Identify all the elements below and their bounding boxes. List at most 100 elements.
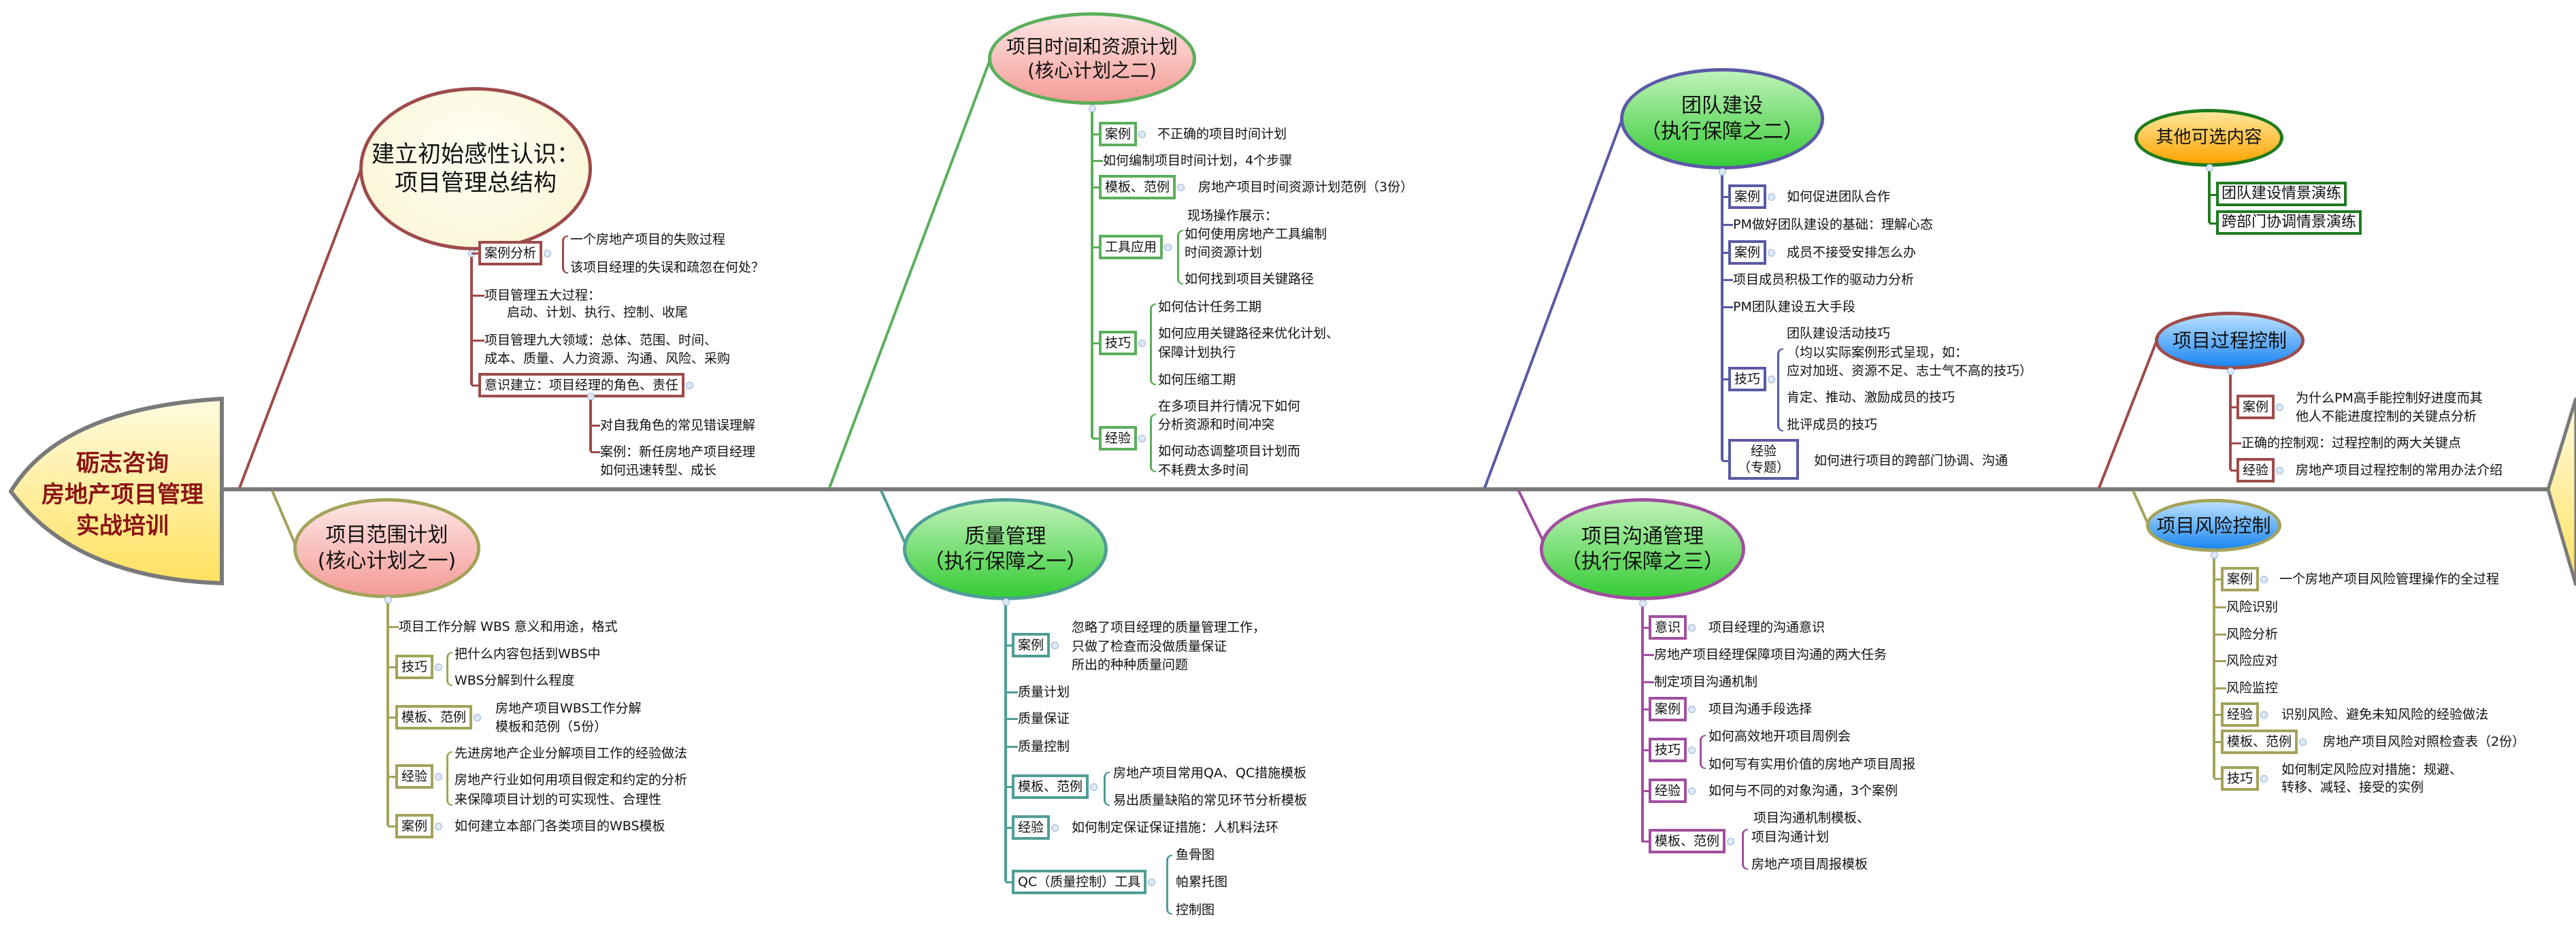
branch-node-1[interactable]: 项目范围计划(核心计划之一) <box>293 498 480 598</box>
collapse-toggle[interactable] <box>1002 598 1010 606</box>
collapse-toggle[interactable] <box>2211 551 2218 559</box>
topic-label-box[interactable]: 案例分析 <box>478 241 543 265</box>
collapse-toggle[interactable] <box>1138 131 1146 138</box>
topic-label-box[interactable]: 经验 <box>2236 458 2275 482</box>
topic-label-box[interactable]: 经验 <box>1099 426 1138 451</box>
topic-label-box[interactable]: 模板、范例 <box>395 705 473 730</box>
topic-label-box[interactable]: 案例 <box>1099 122 1138 146</box>
branch-tick <box>1722 252 1728 254</box>
collapse-toggle[interactable] <box>1177 184 1185 191</box>
collapse-toggle[interactable] <box>1051 824 1059 832</box>
collapse-toggle[interactable] <box>474 714 481 721</box>
branch-node-6[interactable]: 其他可选内容 <box>2134 109 2283 167</box>
topic-label-box[interactable]: 案例 <box>1649 697 1687 721</box>
topic-label-box[interactable]: 技巧 <box>2221 766 2260 791</box>
topic-label-box[interactable]: 模板、范例 <box>1099 175 1176 199</box>
collapse-toggle[interactable] <box>686 382 693 389</box>
collapse-toggle[interactable] <box>1688 706 1696 713</box>
topic-text: 一个房地产项目风险管理操作的全过程 <box>2279 572 2500 587</box>
collapse-toggle[interactable] <box>2260 711 2268 719</box>
collapse-toggle[interactable] <box>587 393 595 400</box>
branch-title-line: 项目范围计划 <box>325 523 448 547</box>
branch-tick <box>388 666 395 668</box>
branch-node-2[interactable]: 项目时间和资源计划(核心计划之二) <box>988 12 1196 105</box>
topic-label-box[interactable]: 经验 <box>1012 815 1051 840</box>
collapse-toggle[interactable] <box>1090 783 1097 791</box>
branch-tick <box>1642 840 1649 842</box>
collapse-toggle[interactable] <box>435 773 442 781</box>
topic-label-box[interactable]: 工具应用 <box>1099 235 1163 259</box>
topic-label-box[interactable]: QC（质量控制）工具 <box>1012 870 1147 894</box>
topic-text: 如何找到项目关键路径 <box>1185 272 1315 287</box>
branch-node-8[interactable]: 项目风险控制 <box>2146 499 2281 552</box>
collapse-toggle[interactable] <box>2260 775 2268 783</box>
topic-label-box[interactable]: 团队建设情景演练 <box>2216 182 2347 206</box>
collapse-toggle[interactable] <box>1051 642 1059 649</box>
collapse-toggle[interactable] <box>1768 376 1775 383</box>
collapse-toggle[interactable] <box>384 596 392 604</box>
collapse-toggle[interactable] <box>1138 340 1146 347</box>
branch-node-5[interactable]: 项目沟通管理（执行保障之三） <box>1540 498 1745 600</box>
brace-connector <box>1104 772 1110 806</box>
branch-node-0[interactable]: 建立初始感性认识：项目管理总结构 <box>359 87 592 250</box>
branch-title-line: （执行保障之三） <box>1561 550 1724 574</box>
collapse-toggle[interactable] <box>1688 624 1696 632</box>
collapse-toggle[interactable] <box>1768 249 1775 257</box>
branch-title-line: (核心计划之一) <box>317 549 457 573</box>
collapse-toggle[interactable] <box>1719 168 1726 176</box>
collapse-toggle[interactable] <box>1164 244 1172 251</box>
topic-text: 如何写有实用价值的房地产项目周报 <box>1708 757 1916 772</box>
collapse-toggle[interactable] <box>1688 787 1696 795</box>
collapse-toggle[interactable] <box>1727 838 1734 845</box>
collapse-toggle[interactable] <box>2227 367 2234 375</box>
topic-label-box[interactable]: 经验 <box>2221 702 2260 727</box>
topic-label-box[interactable]: 技巧 <box>1649 738 1687 762</box>
topic-label-box[interactable]: 技巧 <box>1099 331 1138 355</box>
topic-label-box[interactable]: 案例 <box>2236 395 2275 419</box>
branch-title-line: 项目过程控制 <box>2172 329 2287 352</box>
collapse-toggle[interactable] <box>2276 467 2283 474</box>
branch-node-7[interactable]: 项目过程控制 <box>2155 312 2305 370</box>
branch-tick <box>1092 160 1103 162</box>
topic-label-box[interactable]: 经验（专题） <box>1728 439 1800 480</box>
collapse-toggle[interactable] <box>2276 404 2283 411</box>
topic-label-box[interactable]: 案例 <box>1728 184 1767 209</box>
topic-label-box[interactable]: 经验 <box>1649 779 1687 803</box>
collapse-toggle[interactable] <box>1688 747 1696 754</box>
branch-trunk <box>1004 604 1007 882</box>
collapse-toggle[interactable] <box>1138 435 1146 442</box>
branch-tick <box>1006 827 1012 829</box>
topic-label-box[interactable]: 经验 <box>395 764 434 789</box>
topic-text: 房地产项目时间资源计划范例（3份） <box>1198 180 1414 195</box>
collapse-toggle[interactable] <box>1639 600 1647 607</box>
topic-label-box[interactable]: 技巧 <box>1728 367 1767 391</box>
collapse-toggle[interactable] <box>1148 879 1155 886</box>
collapse-toggle[interactable] <box>435 823 442 830</box>
topic-label-box[interactable]: 案例 <box>2221 567 2260 591</box>
topic-label-box[interactable]: 模板、范例 <box>1649 829 1726 853</box>
topic-label-box[interactable]: 技巧 <box>395 655 434 679</box>
collapse-toggle[interactable] <box>1768 193 1775 201</box>
branch-node-4[interactable]: 团队建设（执行保障之二） <box>1620 68 1824 169</box>
topic-text: 该项目经理的失误和疏忽在何处？ <box>570 260 765 275</box>
topic-text: 项目工作分解 WBS 意义和用途，格式 <box>399 619 618 634</box>
connector-branch-0 <box>238 169 362 489</box>
branch-node-3[interactable]: 质量管理（执行保障之一） <box>903 498 1108 600</box>
collapse-toggle[interactable] <box>2206 164 2213 171</box>
collapse-toggle[interactable] <box>2260 576 2268 583</box>
topic-label-box[interactable]: 案例 <box>1012 633 1051 657</box>
collapse-toggle[interactable] <box>2299 738 2307 746</box>
collapse-toggle[interactable] <box>1089 105 1096 112</box>
topic-label-box[interactable]: 案例 <box>1728 240 1767 265</box>
collapse-toggle[interactable] <box>435 664 442 671</box>
topic-text: 保障计划执行 <box>1158 345 1236 360</box>
collapse-toggle[interactable] <box>544 250 551 257</box>
topic-label-box[interactable]: 意识 <box>1649 615 1687 640</box>
topic-label-box[interactable]: 案例 <box>395 814 434 838</box>
topic-text: 应对加班、资源不足、志士气不高的技巧） <box>1787 363 2033 378</box>
topic-label-box[interactable]: 意识建立：项目经理的角色、责任 <box>478 373 685 397</box>
topic-label-box[interactable]: 模板、范例 <box>2221 730 2298 754</box>
branch-tick <box>1642 708 1649 710</box>
topic-label-box[interactable]: 跨部门协调情景演练 <box>2216 210 2362 235</box>
topic-label-box[interactable]: 模板、范例 <box>1012 774 1089 799</box>
